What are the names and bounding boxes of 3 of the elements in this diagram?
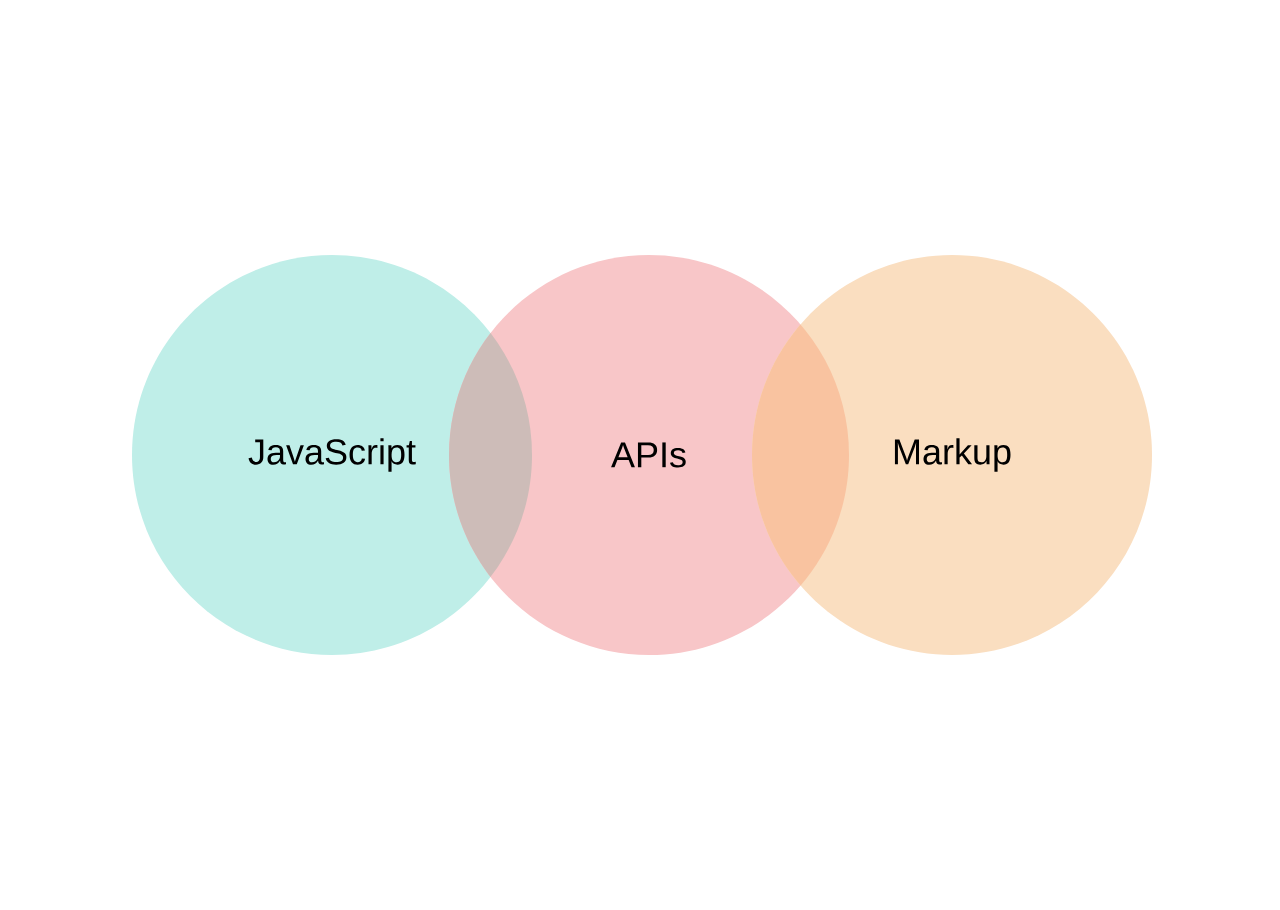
circle-label: APIs [611,442,686,468]
circle-label: JavaScript [248,438,416,472]
circle-label: Markup [894,438,1011,472]
